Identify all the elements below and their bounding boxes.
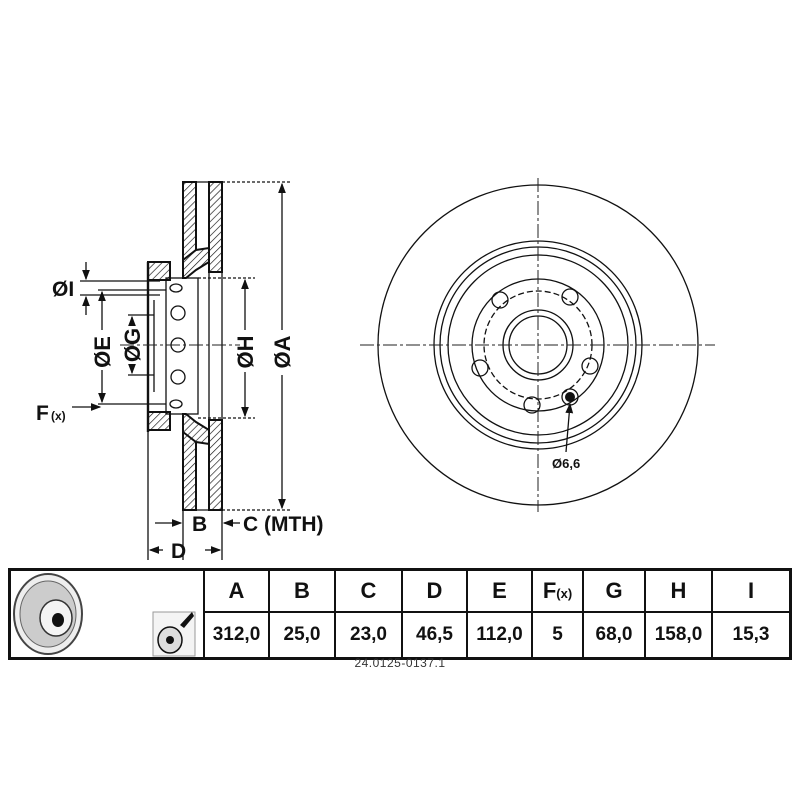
- header-c: C: [334, 568, 403, 613]
- header-h: H: [644, 568, 713, 613]
- header-e: E: [466, 568, 533, 613]
- dimensions-table: A B C D E F(x) G H I 312,0 25,0 23,0 46,…: [8, 568, 792, 660]
- value-i: 15,3: [711, 611, 792, 660]
- left-plate-bottom: [182, 431, 197, 511]
- dim-b-label: B: [192, 513, 207, 536]
- dim-g-label: ØG: [120, 328, 145, 362]
- f-sub-label: (x): [51, 409, 66, 423]
- dim-c-label: C (MTH): [243, 513, 323, 536]
- dim-a-label: ØA: [270, 335, 295, 368]
- value-d: 46,5: [401, 611, 468, 660]
- value-b: 25,0: [268, 611, 336, 660]
- left-plate-top: [182, 181, 197, 261]
- mounting-screw-icon: [152, 611, 196, 657]
- value-h: 158,0: [644, 611, 713, 660]
- header-i: I: [711, 568, 792, 613]
- header-f-sub: (x): [556, 586, 573, 601]
- value-a: 312,0: [203, 611, 270, 660]
- hole-diameter-label: Ø6,6: [552, 456, 580, 471]
- right-plate-top: [208, 181, 223, 273]
- dim-i-label: ØI: [52, 278, 74, 301]
- header-g: G: [582, 568, 646, 613]
- front-view: Ø6,6: [360, 178, 715, 512]
- disc-thumbnail-icon: [13, 573, 83, 655]
- header-f: F(x): [531, 568, 584, 613]
- part-number-caption: 24.0125-0137.1: [354, 656, 446, 670]
- value-e: 112,0: [466, 611, 533, 660]
- dim-h-label: ØH: [233, 336, 258, 369]
- header-b: B: [268, 568, 336, 613]
- thumbnail-cell: [10, 570, 205, 659]
- f-label: F: [36, 402, 49, 425]
- value-f: 5: [531, 611, 584, 660]
- dim-e-label: ØE: [90, 336, 115, 368]
- header-a: A: [203, 568, 270, 613]
- section-view: ØA ØH ØE ØG ØI F (x) B C (MT: [36, 181, 323, 563]
- dim-d-label: D: [171, 540, 186, 563]
- right-plate-bottom: [208, 419, 223, 511]
- header-f-letter: F: [542, 578, 557, 603]
- header-d: D: [401, 568, 468, 613]
- value-g: 68,0: [582, 611, 646, 660]
- value-c: 23,0: [334, 611, 403, 660]
